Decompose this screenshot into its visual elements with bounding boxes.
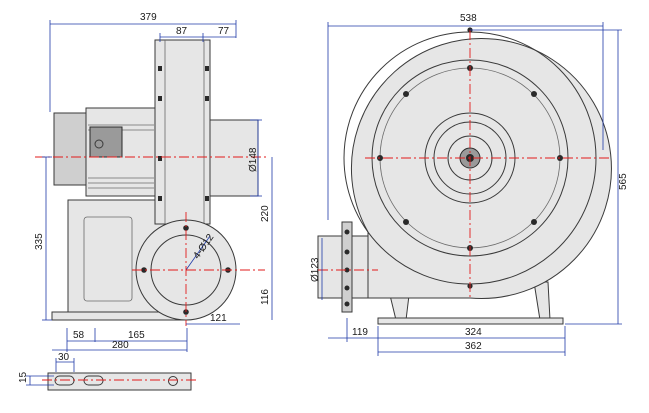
volute-housing bbox=[350, 38, 612, 299]
dim-base-280: 280 bbox=[112, 340, 129, 351]
front-foot-right bbox=[533, 281, 551, 321]
side-dimensions: 379 87 77 Ø148 220 116 121 335 58 165 28 bbox=[34, 12, 273, 352]
dim-outlet-center-height: 116 bbox=[260, 289, 271, 305]
cable-gland bbox=[94, 139, 104, 149]
dim-inlet-depth: 77 bbox=[218, 26, 230, 37]
dim-outlet-diameter: Ø123 bbox=[310, 257, 321, 282]
dim-center-height: 220 bbox=[260, 205, 271, 222]
hole-3 bbox=[168, 376, 178, 386]
side-base-window bbox=[83, 216, 133, 302]
dim-front-324: 324 bbox=[465, 327, 482, 338]
housing-bolts bbox=[158, 66, 209, 201]
dim-housing-width: 87 bbox=[176, 26, 188, 37]
dim-base-165: 165 bbox=[128, 330, 145, 341]
dim-inlet-diameter: Ø148 bbox=[248, 147, 259, 172]
motor-end-cap bbox=[53, 112, 91, 186]
dim-front-height: 565 bbox=[618, 173, 629, 190]
dim-slot-height: 15 bbox=[18, 371, 29, 383]
dim-flange-offset: 121 bbox=[210, 313, 227, 324]
dim-slot-width: 30 bbox=[58, 352, 70, 363]
housing-side bbox=[154, 39, 211, 225]
dim-front-119: 119 bbox=[352, 327, 368, 338]
front-dimensions: 538 565 Ø123 119 324 362 bbox=[310, 13, 629, 356]
side-view: 4-Ø12 bbox=[35, 39, 268, 326]
dim-front-362: 362 bbox=[465, 341, 482, 352]
base-plate bbox=[47, 372, 192, 391]
outlet-flange-plate bbox=[341, 221, 353, 313]
dim-front-width: 538 bbox=[460, 13, 477, 24]
inlet-tube bbox=[209, 119, 259, 197]
base-plate-view: 30 15 bbox=[18, 352, 196, 391]
dim-total-height: 335 bbox=[34, 233, 45, 250]
terminal-box bbox=[89, 126, 123, 158]
front-view bbox=[317, 27, 612, 325]
dim-base-58: 58 bbox=[73, 330, 85, 341]
front-base-strip bbox=[377, 317, 564, 325]
slot-2 bbox=[83, 375, 104, 386]
dim-top-width: 379 bbox=[140, 12, 157, 23]
slot-1 bbox=[54, 375, 75, 386]
